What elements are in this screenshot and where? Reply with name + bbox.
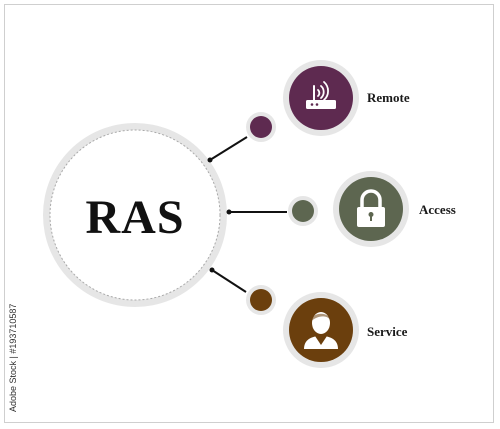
connector-service bbox=[211, 269, 247, 293]
item-label-remote: Remote bbox=[367, 90, 410, 105]
item-label-access: Access bbox=[419, 202, 456, 217]
connector-remote-dot bbox=[207, 157, 213, 163]
main-circle bbox=[43, 123, 227, 307]
item-label-service: Service bbox=[367, 324, 408, 339]
stock-id-watermark: Adobe Stock | #193710587 bbox=[8, 303, 18, 412]
wifi-router-icon bbox=[306, 81, 336, 109]
connector-service-dot bbox=[209, 267, 215, 273]
stock-id-text: Adobe Stock | #193710587 bbox=[8, 303, 18, 412]
connector-remote bbox=[209, 136, 248, 161]
connector-access-dot bbox=[226, 209, 232, 215]
person-icon bbox=[304, 312, 338, 349]
small-node-access bbox=[288, 196, 318, 226]
padlock-icon bbox=[357, 189, 385, 227]
small-node-service bbox=[246, 285, 276, 315]
small-node-remote bbox=[246, 112, 276, 142]
center-label-ras: RAS bbox=[85, 191, 185, 244]
